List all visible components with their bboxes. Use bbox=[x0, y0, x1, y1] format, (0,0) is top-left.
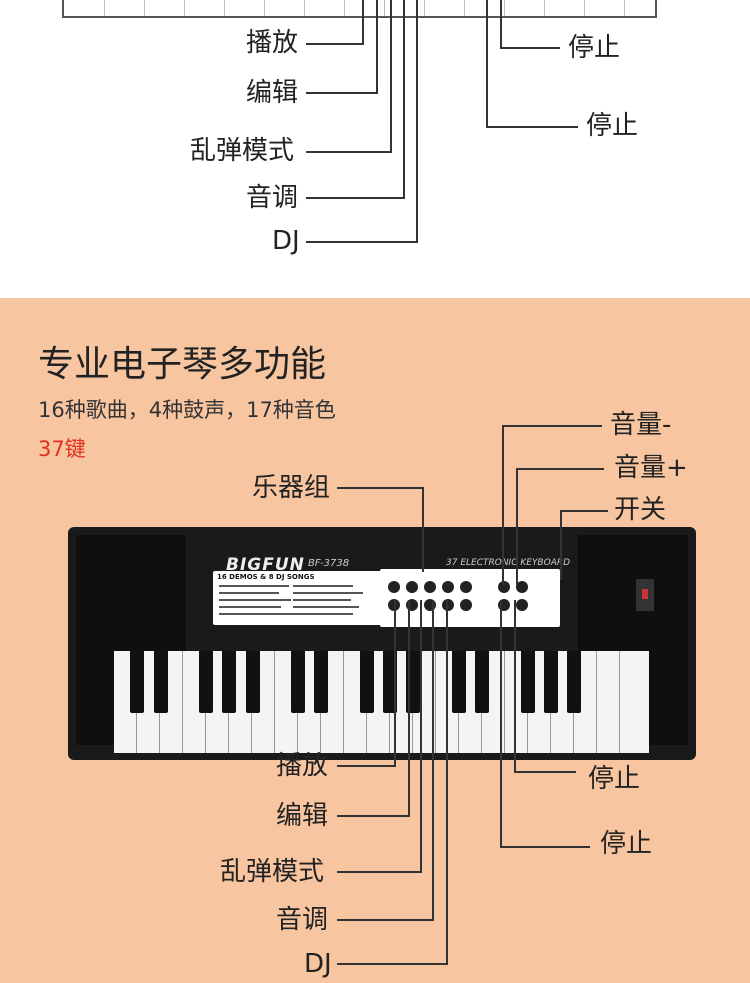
control-button[interactable] bbox=[424, 599, 436, 611]
label-stop2-top: 停止 bbox=[586, 111, 639, 141]
callout-line bbox=[362, 0, 364, 44]
callout-line bbox=[376, 0, 378, 93]
label-volume-up: 音量+ bbox=[614, 453, 688, 483]
callout-line bbox=[486, 0, 488, 127]
callout-line bbox=[446, 600, 448, 964]
callout-line bbox=[337, 963, 448, 965]
callout-line bbox=[422, 487, 424, 572]
label-dj-top: DJ bbox=[272, 226, 300, 256]
control-button[interactable] bbox=[406, 581, 418, 593]
label-power: 开关 bbox=[614, 495, 667, 525]
keyboard-subtitle: 37 ELECTRONIC KEYBOARD bbox=[446, 558, 571, 568]
callout-line bbox=[516, 468, 604, 470]
label-shuffle: 乱弹模式 bbox=[220, 857, 325, 887]
model-number: BF-3738 bbox=[308, 558, 350, 569]
control-button[interactable] bbox=[516, 599, 528, 611]
label-edit: 编辑 bbox=[276, 801, 329, 831]
callout-line bbox=[514, 771, 576, 773]
callout-line bbox=[408, 600, 410, 816]
volume-knob[interactable] bbox=[498, 581, 510, 593]
callout-line bbox=[500, 600, 502, 847]
callout-line bbox=[337, 487, 423, 489]
callout-line bbox=[337, 871, 422, 873]
features-subtitle: 16种歌曲，4种鼓声，17种音色 bbox=[38, 398, 336, 422]
keys-count: 37键 bbox=[38, 437, 86, 461]
callout-line bbox=[432, 600, 434, 920]
keyboard-strip-top bbox=[62, 0, 657, 18]
callout-line bbox=[337, 919, 434, 921]
control-button[interactable] bbox=[460, 599, 472, 611]
keybed bbox=[114, 651, 649, 753]
label-stop2: 停止 bbox=[600, 829, 653, 859]
callout-line bbox=[403, 0, 405, 198]
power-switch[interactable] bbox=[636, 579, 654, 611]
callout-line bbox=[306, 43, 364, 45]
control-button[interactable] bbox=[424, 581, 436, 593]
callout-line bbox=[337, 765, 396, 767]
control-button[interactable] bbox=[442, 581, 454, 593]
callout-line bbox=[306, 92, 378, 94]
callout-line bbox=[560, 510, 608, 512]
label-shuffle-top: 乱弹模式 bbox=[190, 136, 295, 166]
page-title: 专业电子琴多功能 bbox=[38, 344, 327, 385]
callout-line bbox=[560, 510, 562, 580]
callout-line bbox=[306, 151, 392, 153]
keyboard-image: BIGFUN BF-3738 37 ELECTRONIC KEYBOARD 16… bbox=[68, 527, 696, 760]
callout-line bbox=[306, 241, 418, 243]
callout-line bbox=[500, 47, 560, 49]
callout-line bbox=[306, 197, 405, 199]
callout-line bbox=[516, 468, 518, 585]
label-instrument-group: 乐器组 bbox=[252, 473, 331, 503]
label-stop1-top: 停止 bbox=[568, 33, 621, 63]
callout-line bbox=[486, 126, 578, 128]
label-play: 播放 bbox=[276, 751, 329, 781]
top-panel: 播放 编辑 乱弹模式 音调 DJ 停止 停止 bbox=[0, 0, 750, 298]
label-dj: DJ bbox=[304, 949, 332, 979]
brand-logo: BIGFUN bbox=[226, 555, 305, 575]
song-list-header: 16 DEMOS & 8 DJ SONGS bbox=[217, 573, 315, 581]
label-stop1: 停止 bbox=[588, 764, 641, 794]
callout-line bbox=[394, 600, 396, 766]
callout-line bbox=[502, 425, 602, 427]
label-play-top: 播放 bbox=[246, 28, 299, 58]
callout-line bbox=[420, 600, 422, 872]
callout-line bbox=[500, 0, 502, 48]
control-button[interactable] bbox=[442, 599, 454, 611]
callout-line bbox=[416, 0, 418, 242]
label-tone: 音调 bbox=[276, 905, 329, 935]
callout-line bbox=[390, 0, 392, 152]
label-volume-down: 音量- bbox=[610, 410, 672, 440]
control-button[interactable] bbox=[388, 581, 400, 593]
callout-line bbox=[337, 815, 410, 817]
control-panel bbox=[380, 569, 560, 627]
label-edit-top: 编辑 bbox=[246, 78, 299, 108]
control-button[interactable] bbox=[460, 581, 472, 593]
label-tone-top: 音调 bbox=[246, 183, 299, 213]
callout-line bbox=[500, 846, 590, 848]
callout-line bbox=[514, 600, 516, 772]
callout-line bbox=[502, 425, 504, 585]
volume-knob[interactable] bbox=[516, 581, 528, 593]
